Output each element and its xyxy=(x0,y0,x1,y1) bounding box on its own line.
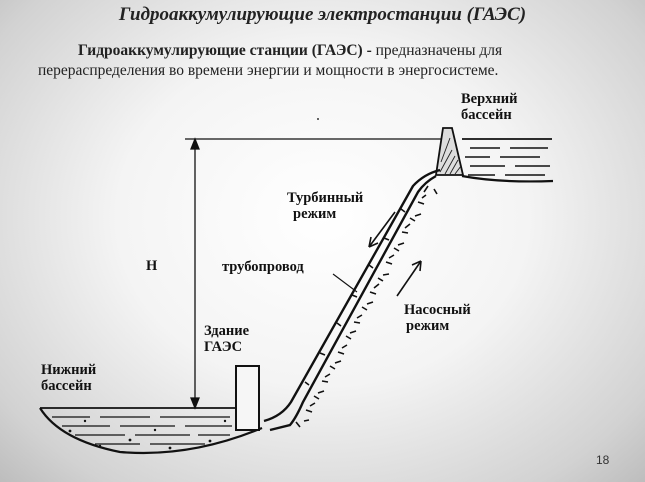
head-dimension xyxy=(185,137,442,410)
intro-paragraph: Гидроаккумулирующие станции (ГАЭС) - пре… xyxy=(38,41,618,81)
dot-mark xyxy=(317,118,319,120)
building-label-line2: ГАЭС xyxy=(204,339,243,355)
lower-basin-label-line2: бассейн xyxy=(41,378,92,394)
upper-basin-label-line2: бассейн xyxy=(461,107,512,123)
upper-dam xyxy=(434,127,465,176)
upper-basin-label-line1: Верхний xyxy=(461,91,518,107)
page-number: 18 xyxy=(596,453,610,467)
intro-bold: Гидроаккумулирующие станции (ГАЭС) - xyxy=(78,42,372,59)
turbine-arrow xyxy=(368,211,396,248)
pump-arrow xyxy=(396,260,422,297)
building-label-line1: Здание xyxy=(204,323,250,339)
lower-basin-label: Нижний бассейн xyxy=(41,362,96,394)
pipeline xyxy=(263,168,441,423)
turbine-mode-label-line2: режим xyxy=(293,206,337,222)
upper-basin-floor xyxy=(461,174,554,183)
terrain-slope xyxy=(269,174,437,432)
turbine-mode-label-line1: Турбинный xyxy=(287,190,364,206)
upper-basin-water xyxy=(462,138,552,176)
pipeline-leader xyxy=(332,273,358,293)
head-label: H xyxy=(146,258,158,274)
lower-basin xyxy=(39,407,263,455)
lower-basin-label-line1: Нижний xyxy=(41,362,97,378)
pump-mode-label-line2: режим xyxy=(406,318,450,334)
station-building xyxy=(235,365,260,431)
upper-basin-label: Верхний бассейн xyxy=(461,91,518,123)
pipeline-label: трубопровод xyxy=(222,259,304,275)
slope-rock-texture xyxy=(295,185,438,428)
building-label: Здание ГАЭС xyxy=(204,323,249,355)
slide-title: Гидроаккумулирующие электростанции (ГАЭС… xyxy=(118,4,527,25)
pump-mode-label: Насосный режим xyxy=(404,302,471,334)
intro-text: предназначены для перераспределения во в… xyxy=(38,42,503,79)
pump-mode-label-line1: Насосный xyxy=(404,302,471,318)
turbine-mode-label: Турбинный режим xyxy=(287,190,363,222)
